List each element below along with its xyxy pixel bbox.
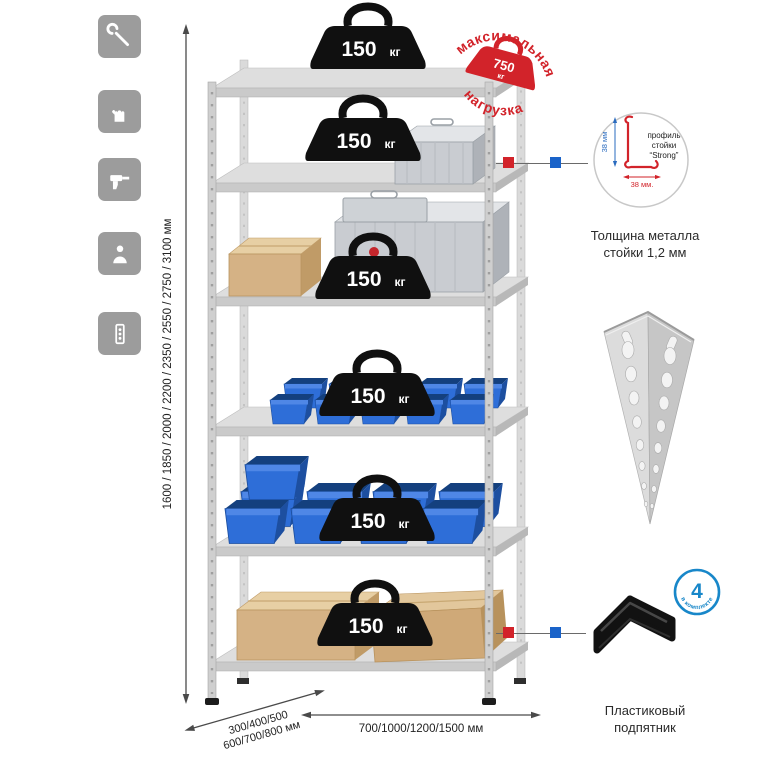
drill-glyph [109, 174, 129, 189]
weight-6-load: 150 [348, 615, 383, 638]
plastic-foot-image: 4 в комплекте [593, 568, 721, 654]
arrow-left-icon [184, 724, 196, 731]
profile-caption-line2: стойки 1,2 мм [603, 244, 687, 260]
foot-caption: Пластиковый подпятник [572, 703, 718, 737]
perforated-strip-icon [98, 312, 141, 355]
weight-3-load: 150 [346, 268, 381, 291]
stamp-weight-icon: 750 кг [465, 36, 536, 91]
weight-shelf-6: 150 кг [317, 584, 432, 647]
post-perforations [621, 330, 678, 509]
shelving-rack: 150 кг 150 кг 150 кг 150 кг 150 кг 150 к… [205, 7, 530, 705]
profile-label-3: “Strong” [650, 151, 679, 160]
profile-dim-vertical: 38 мм [600, 132, 609, 153]
wrench-glyph [105, 22, 129, 46]
weight-2-load: 150 [336, 130, 371, 153]
arrow-right-icon [531, 711, 541, 719]
svg-text:нагрузка: нагрузка [458, 84, 529, 125]
red-dot-logo [369, 247, 379, 257]
weight-1-load: 150 [341, 38, 376, 61]
width-label: 700/1000/1200/1500 мм [359, 723, 484, 735]
arrow-up-icon [182, 24, 190, 34]
front-posts [205, 81, 496, 705]
profile-dim-horizontal: 38 мм. [631, 180, 654, 189]
profile-detail-circle: 38 мм 38 мм. профиль стойки “Strong” [593, 112, 689, 208]
weight-shelf-4: 150 кг [319, 354, 434, 417]
wrench-icon [98, 15, 141, 58]
plastic-foot-left [205, 698, 219, 705]
connector-line-bottom [496, 633, 586, 634]
blue-marker-top [550, 157, 561, 168]
blue-marker-bottom [550, 627, 561, 638]
profile-cross-section [624, 115, 659, 169]
weight-4-unit: кг [398, 392, 409, 406]
weight-2-unit: кг [384, 137, 395, 151]
person-icon [98, 232, 141, 275]
cardboard-box-small [228, 237, 322, 297]
perforated-strip-glyph [114, 323, 125, 344]
red-marker-top [503, 157, 514, 168]
profile-caption: Толщина металла стойки 1,2 мм [572, 228, 718, 262]
profile-label-2: стойки [652, 141, 676, 150]
arrow-down-icon [182, 694, 190, 704]
weight-4-load: 150 [350, 385, 385, 408]
red-marker-bottom [503, 627, 514, 638]
plastic-foot-right [482, 698, 496, 705]
weight-3-unit: кг [394, 275, 405, 289]
weight-5-load: 150 [350, 510, 385, 533]
angle-post-image [603, 310, 695, 525]
weight-1-unit: кг [389, 45, 400, 59]
weight-shelf-5: 150 кг [319, 479, 434, 542]
weight-shelf-2: 150 кг [305, 99, 420, 162]
max-load-stamp: максимальная нагрузка 750 кг [450, 15, 567, 125]
person-glyph [112, 245, 127, 263]
drill-icon [98, 158, 141, 201]
profile-label-1: профиль [647, 131, 680, 140]
width-dimension: 700/1000/1200/1500 мм [301, 711, 541, 735]
included-badge: 4 в комплекте [673, 568, 721, 616]
gloves-glyph [111, 109, 124, 122]
depth-dimension: 300/400/500 600/700/800 мм [184, 690, 325, 752]
height-dimension: 1600 / 1850 / 2000 / 2200 / 2350 / 2550 … [162, 24, 190, 704]
stamp-value: 750 [491, 55, 516, 75]
weight-shelf-1: 150 кг [310, 7, 425, 70]
weight-shelf-3: 150 кг [315, 237, 430, 300]
foot-caption-line1: Пластиковый [604, 703, 686, 718]
badge-value: 4 [691, 580, 703, 603]
profile-caption-line1: Толщина металла [590, 228, 700, 243]
arrow-right-icon [314, 690, 325, 697]
stamp-text-bottom: нагрузка [458, 84, 529, 125]
stamp-unit: кг [497, 71, 506, 81]
weight-6-unit: кг [396, 622, 407, 636]
weight-5-unit: кг [398, 517, 409, 531]
arrow-left-icon [301, 711, 311, 719]
height-label: 1600 / 1850 / 2000 / 2200 / 2350 / 2550 … [162, 219, 174, 510]
gloves-icon [98, 90, 141, 133]
connector-line-top [496, 163, 588, 164]
foot-caption-line2: подпятник [614, 719, 676, 735]
